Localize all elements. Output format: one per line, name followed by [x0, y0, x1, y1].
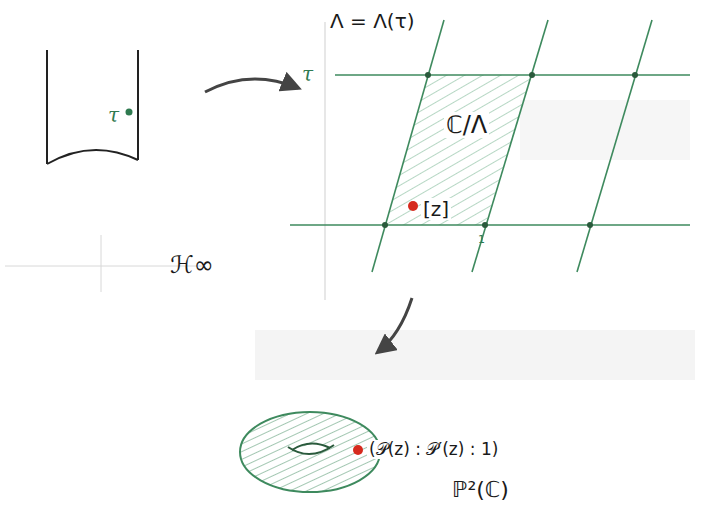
imaginary-axis	[325, 22, 326, 300]
torus	[240, 412, 380, 492]
projective-plane-label: ℙ²(ℂ)	[452, 478, 509, 502]
lattice-points	[382, 72, 638, 228]
map-arrow	[378, 298, 412, 352]
paper-shade	[255, 330, 695, 380]
point-label: [z]	[421, 198, 451, 220]
unit-label: 1	[478, 234, 485, 246]
fundamental-domain	[47, 50, 138, 164]
projective-point-label: (𝒫(z) : 𝒫′(z) : 1)	[367, 440, 500, 459]
lattice-label: Λ = Λ(τ)	[330, 10, 414, 32]
upper-half-plane-label: ℋ∞	[170, 252, 214, 278]
point-z	[408, 201, 418, 211]
lattice-lines	[290, 20, 690, 272]
tau-axis-label: τ	[300, 63, 315, 85]
tau-point	[126, 109, 133, 116]
point-on-curve	[353, 445, 363, 455]
tau-label: τ	[108, 104, 119, 126]
map-arrow	[205, 79, 298, 92]
quotient-label: ℂ/Λ	[444, 112, 489, 138]
paper-shade	[520, 100, 690, 160]
